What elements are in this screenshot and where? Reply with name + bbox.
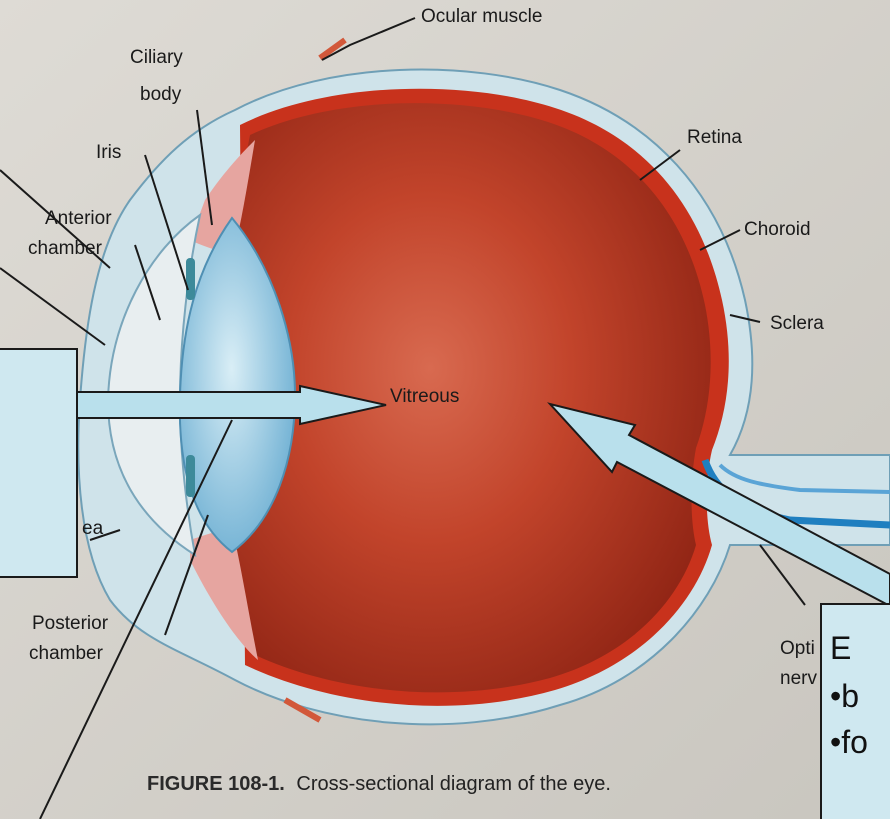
label-sclera: Sclera <box>770 313 824 334</box>
callout-text-1: E <box>830 629 851 667</box>
label-anterior-chamber-1: Anterior <box>45 208 112 229</box>
label-optic-nerve-1: Opti <box>780 638 815 659</box>
label-posterior-chamber-1: Posterior <box>32 613 108 634</box>
label-anterior-chamber-2: chamber <box>28 238 102 259</box>
label-cornea-partial: ea <box>82 518 103 539</box>
label-ciliary-body-1: Ciliary <box>130 47 183 68</box>
label-optic-nerve-2: nerv <box>780 668 817 689</box>
label-ciliary-body-2: body <box>140 84 181 105</box>
label-ocular-muscle: Ocular muscle <box>421 6 542 27</box>
iris-bottom <box>186 455 195 497</box>
figure-caption-text: Cross-sectional diagram of the eye. <box>296 773 611 795</box>
callout-box-left <box>0 348 78 578</box>
callout-text-2: •b <box>830 677 859 715</box>
label-iris: Iris <box>96 142 121 163</box>
figure-number: FIGURE 108-1. <box>147 773 285 795</box>
label-posterior-chamber-2: chamber <box>29 643 103 664</box>
label-choroid: Choroid <box>744 219 811 240</box>
label-vitreous: Vitreous <box>390 386 459 407</box>
figure-caption: FIGURE 108-1. Cross-sectional diagram of… <box>147 773 611 796</box>
callout-box-right: E •b •fo <box>820 603 890 819</box>
label-retina: Retina <box>687 127 742 148</box>
callout-text-3: •fo <box>830 723 868 761</box>
iris-top <box>186 258 195 300</box>
